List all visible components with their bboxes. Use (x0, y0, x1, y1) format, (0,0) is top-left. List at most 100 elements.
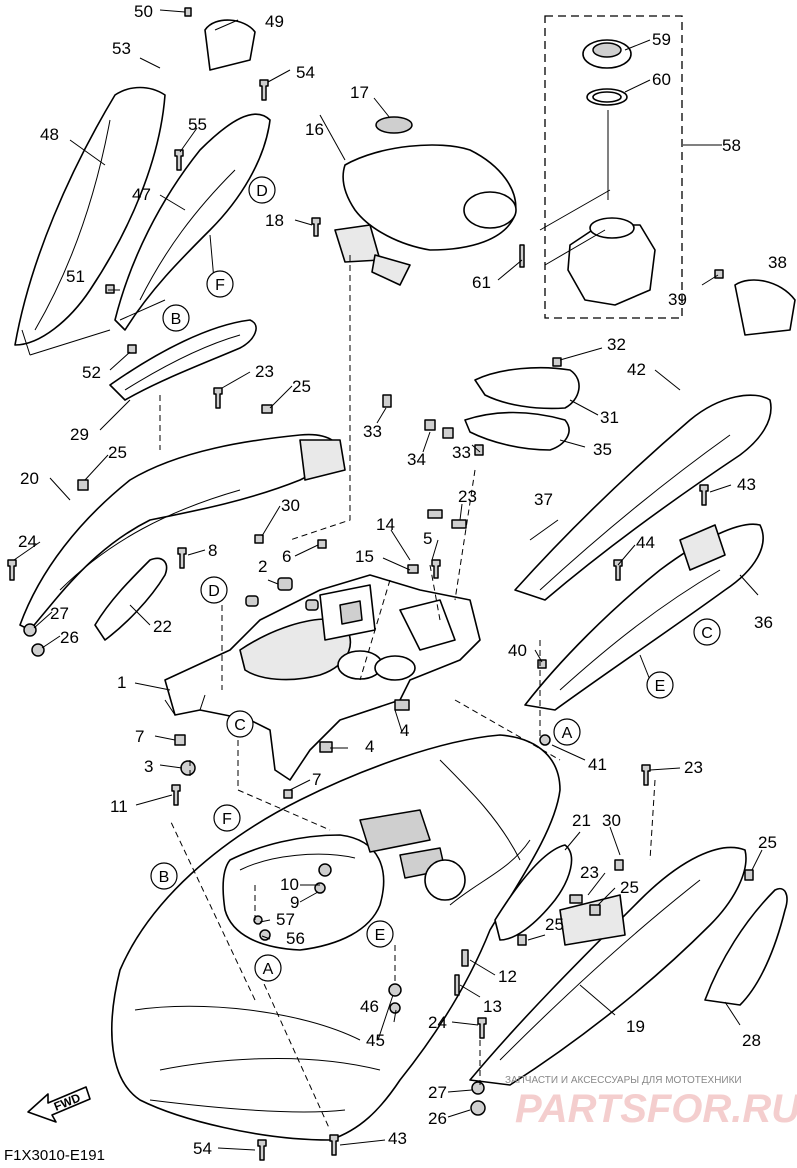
part-label-45: 45 (366, 1031, 385, 1050)
part-label-16: 16 (305, 120, 324, 139)
grommets-2 (245, 577, 319, 611)
part-label-23-b: 23 (458, 487, 477, 506)
part-label-23-d: 23 (580, 863, 599, 882)
part-label-7-b: 7 (312, 770, 321, 789)
part-label-17: 17 (350, 83, 369, 102)
ref-E-right: E (655, 678, 666, 695)
part-label-9: 9 (290, 893, 299, 912)
part-label-25-d: 25 (758, 833, 777, 852)
grab-handle-29 (109, 319, 257, 401)
part-label-23-a: 23 (255, 362, 274, 381)
part-label-51: 51 (66, 267, 85, 286)
part-label-1: 1 (117, 673, 126, 692)
handle-38 (734, 279, 796, 336)
ref-C-right: C (701, 625, 713, 642)
part-label-41: 41 (588, 755, 607, 774)
side-cover-36 (524, 523, 764, 711)
panel-28 (704, 888, 788, 1006)
part-label-42: 42 (627, 360, 646, 379)
part-label-23-c: 23 (684, 758, 703, 777)
part-label-8: 8 (208, 541, 217, 560)
part-label-47: 47 (132, 185, 151, 204)
part-label-39: 39 (668, 290, 687, 309)
part-label-20: 20 (20, 469, 39, 488)
ref-C-left: C (234, 717, 246, 734)
part-label-44: 44 (636, 533, 655, 552)
part-label-25-e: 25 (545, 915, 564, 934)
part-label-15: 15 (355, 547, 374, 566)
ref-A-bottom: A (263, 961, 274, 978)
bracket-22 (94, 557, 168, 641)
part-label-59: 59 (652, 30, 671, 49)
forward-arrow: FWD (27, 1086, 91, 1123)
part-label-25-a: 25 (292, 377, 311, 396)
watermark: ЗАПЧАСТИ И АКСЕССУАРЫ ДЛЯ МОТОТЕХНИКИ PA… (505, 1075, 797, 1131)
fuel-filler-group-box (544, 15, 683, 319)
part-label-24-a: 24 (18, 532, 37, 551)
part-label-18: 18 (265, 211, 284, 230)
part-label-56: 56 (286, 929, 305, 948)
part-label-52: 52 (82, 363, 101, 382)
part-label-43-b: 43 (388, 1129, 407, 1148)
part-label-33-a: 33 (363, 422, 382, 441)
assembly-lines (21, 110, 656, 1131)
part-label-29: 29 (70, 425, 89, 444)
part-label-58: 58 (722, 136, 741, 155)
part-label-54-bottom: 54 (193, 1139, 212, 1158)
part-label-11: 11 (110, 797, 128, 816)
part-label-27-a: 27 (50, 604, 69, 623)
fwd-label: FWD (52, 1090, 83, 1113)
part-number-labels: 50 49 53 54 48 55 47 51 52 29 23 25 25 2… (18, 2, 787, 1158)
part-label-30-a: 30 (281, 496, 300, 515)
side-panel-47 (114, 113, 271, 331)
part-label-28: 28 (742, 1031, 761, 1050)
leader-lines (13, 9, 763, 1151)
part-label-22: 22 (153, 617, 172, 636)
filler-cap-59 (582, 39, 632, 69)
side-cover-left (19, 433, 346, 631)
part-label-48: 48 (40, 125, 59, 144)
part-label-55: 55 (188, 115, 207, 134)
part-label-4-b: 4 (365, 737, 374, 756)
part-label-10: 10 (280, 875, 299, 894)
panel-37-42 (514, 394, 772, 601)
upper-deck-16 (334, 144, 517, 286)
part-label-25-c: 25 (620, 878, 639, 897)
part-label-24-b: 24 (428, 1013, 447, 1032)
cap-17 (375, 116, 413, 134)
part-label-60: 60 (652, 70, 671, 89)
part-label-21: 21 (572, 811, 591, 830)
handle-49 (204, 19, 256, 71)
part-label-46: 46 (360, 997, 379, 1016)
part-label-3: 3 (144, 757, 153, 776)
ref-D-top: D (256, 183, 268, 200)
part-label-4-a: 4 (400, 721, 409, 740)
part-label-53: 53 (112, 39, 131, 58)
part-label-12: 12 (498, 967, 517, 986)
reference-letters: D F B D C C E A F B E A (150, 176, 721, 982)
part-label-27-b: 27 (428, 1083, 447, 1102)
side-cover-19 (469, 846, 747, 1086)
part-label-35: 35 (593, 440, 612, 459)
part-label-36: 36 (754, 613, 773, 632)
part-label-26-a: 26 (60, 628, 79, 647)
part-label-37: 37 (534, 490, 553, 509)
part-label-34: 34 (407, 450, 426, 469)
part-label-32: 32 (607, 335, 626, 354)
watermark-line1: ЗАПЧАСТИ И АКСЕССУАРЫ ДЛЯ МОТОТЕХНИКИ (505, 1075, 742, 1086)
part-label-6: 6 (282, 547, 291, 566)
part-label-31: 31 (600, 408, 619, 427)
ref-D-mid: D (208, 583, 220, 600)
bracket-21 (494, 844, 573, 941)
watermark-line2: PARTSFOR.RU (515, 1087, 797, 1131)
part-label-40: 40 (508, 641, 527, 660)
part-label-33-b: 33 (452, 443, 471, 462)
ref-A-right: A (562, 725, 573, 742)
ref-B-top: B (171, 311, 182, 328)
part-label-54-top: 54 (296, 63, 315, 82)
part-label-43-a: 43 (737, 475, 756, 494)
part-label-14: 14 (376, 515, 395, 534)
part-label-2: 2 (258, 557, 267, 576)
o-ring-60 (586, 88, 628, 106)
